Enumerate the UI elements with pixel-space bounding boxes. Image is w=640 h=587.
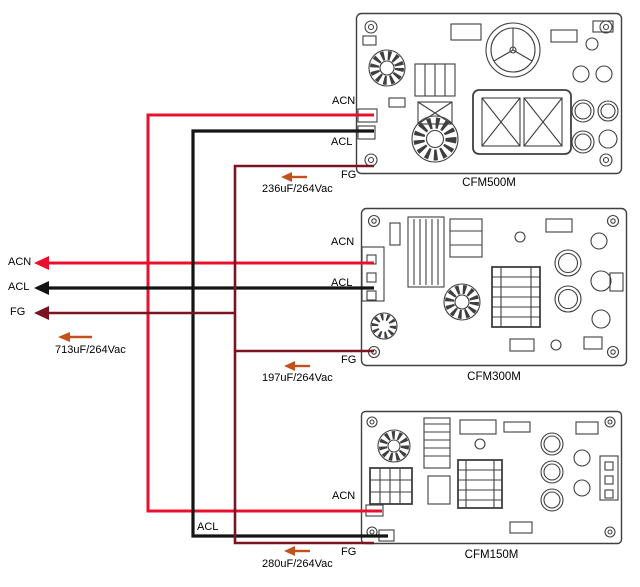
toroid-coil (377, 429, 411, 463)
fuse (389, 222, 401, 246)
small-components (459, 419, 599, 534)
capacitors (554, 232, 612, 329)
toroid-coil (443, 283, 481, 321)
mounting-holes (366, 416, 616, 538)
heatsink (407, 216, 445, 288)
toroid-coil (411, 115, 459, 163)
transformer (369, 467, 413, 505)
capacitance-arrowheads (58, 172, 295, 556)
board-outline (355, 12, 623, 175)
fan (485, 22, 541, 78)
cfm150m-acl-label: ACL (197, 521, 219, 533)
bridge-module (472, 89, 572, 155)
cfm150m-fg-label: FG (341, 546, 357, 558)
toroid-coil (370, 312, 398, 340)
cfm300m-name: CFM300M (467, 371, 521, 383)
cfm150m-acn-label: ACN (332, 490, 356, 502)
cfm300m-board-illustration (360, 207, 628, 367)
acn-wire (48, 113, 382, 513)
acn-arrowhead (34, 256, 49, 270)
inductor (423, 417, 451, 469)
input-pads (365, 504, 395, 542)
small-components (509, 218, 624, 352)
cfm500m-acl-label: ACL (331, 136, 353, 148)
cfm500m-acn-label: ACN (332, 95, 356, 107)
cfm500m-capacitance-annotation: 236uF/264Vac (262, 183, 333, 195)
transformer (414, 63, 456, 125)
main-transformer (491, 266, 541, 328)
capacitance-arrows (69, 175, 310, 553)
left-fg-label: FG (10, 306, 26, 318)
cfm500m-fg-label: FG (341, 169, 357, 181)
cfm500m-board-illustration (355, 12, 623, 175)
cfm300m-fg-label: FG (341, 354, 357, 366)
left-acn-label: ACN (8, 256, 32, 268)
left-capacitance-annotation: 713uF/264Vac (55, 344, 126, 356)
main-transformer (427, 459, 503, 509)
mounting-holes (364, 20, 613, 167)
toroid-coil (368, 49, 406, 87)
input-connector (361, 246, 385, 302)
small-components (362, 20, 614, 108)
cfm500m-board (355, 12, 623, 175)
cfm300m-acn-label: ACN (331, 236, 355, 248)
input-pads (357, 108, 378, 140)
fg-arrowhead (34, 306, 49, 320)
cfm300m-acl-label: ACL (331, 277, 353, 289)
cfm300m-board (360, 207, 628, 367)
left-acl-label: ACL (8, 281, 30, 293)
acl-arrowhead (34, 281, 49, 295)
transformer (449, 218, 483, 258)
cfm150m-board-illustration (360, 410, 623, 545)
acl-wire (48, 129, 388, 538)
cfm300m-capacitance-annotation: 197uF/264Vac (262, 372, 333, 384)
capacitors (540, 432, 591, 512)
cfm150m-capacitance-annotation: 280uF/264Vac (262, 558, 333, 570)
cfm500m-name: CFM500M (462, 177, 516, 189)
output-terminal (599, 455, 619, 501)
capacitors (571, 37, 619, 154)
cfm150m-name: CFM150M (464, 549, 519, 561)
cfm150m-board (360, 410, 623, 545)
